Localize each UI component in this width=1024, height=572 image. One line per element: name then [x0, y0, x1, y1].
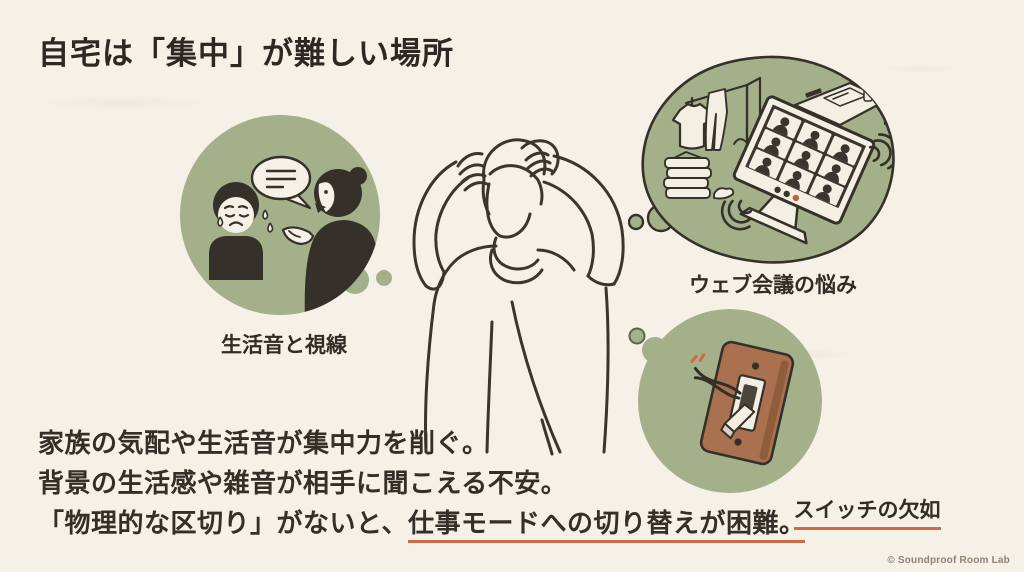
underlined-label-text: スイッチの欠如 [793, 494, 941, 530]
switch-bubble-illustration [628, 309, 822, 493]
light-switch-icon [690, 340, 795, 466]
copyright-note: © Soundproof Room Lab [887, 555, 1010, 566]
body-line-3: 「物理的な区切り」がないと、仕事モードへの切り替えが困難。 [38, 503, 806, 543]
clothes-rack-icon [671, 76, 762, 160]
body-line-1: 家族の気配や生活音が集中力を削ぐ。 [38, 428, 489, 458]
body-text-block: 家族の気配や生活音が集中力を削ぐ。 背景の生活感や雑音が相手に聞こえる不安。 「… [38, 423, 806, 543]
family-noise-bubble-illustration [180, 115, 392, 315]
laundry-stack-icon [663, 151, 735, 200]
speech-bubble-icon [250, 155, 312, 210]
label-missing-switch: スイッチの欠如 [777, 494, 957, 530]
broken-toggle [720, 403, 756, 440]
label-household-noise: 生活音と視線 [221, 334, 347, 357]
crying-child-figure [209, 182, 274, 280]
wires-icon [693, 367, 742, 400]
video-call-monitor-icon [732, 95, 876, 245]
label-web-meeting: ウェブ会議の悩み [689, 274, 857, 297]
body-line-3-prefix: 「物理的な区切り」がないと、 [38, 508, 408, 538]
stressed-person-figure [412, 138, 625, 456]
page-title: 自宅は「集中」が難しい場所 [38, 36, 454, 71]
body-line-2: 背景の生活感や雑音が相手に聞こえる不安。 [38, 468, 568, 498]
spark-icon [690, 353, 706, 364]
body-line-3-underlined: 仕事モードへの切り替えが困難。 [407, 508, 806, 543]
web-meeting-bubble-illustration [628, 55, 895, 264]
